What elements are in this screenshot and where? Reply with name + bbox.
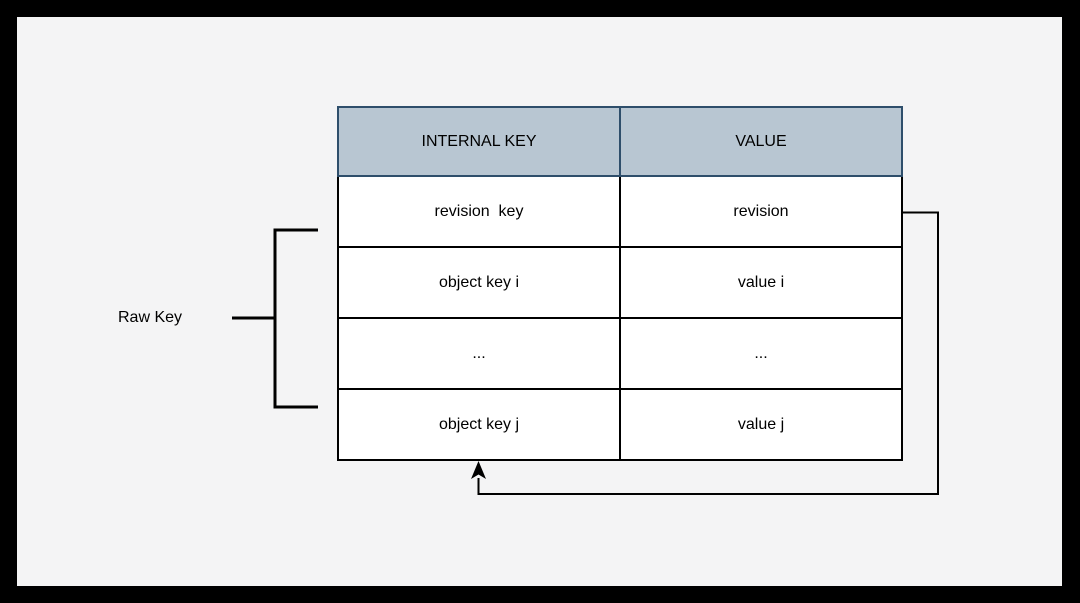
table-row-object-j: object key j value j (339, 388, 901, 459)
kv-table: INTERNAL KEY VALUE revision key revision… (337, 106, 903, 461)
table-body: revision key revision object key i value… (337, 177, 903, 461)
header-cell-internal-key: INTERNAL KEY (421, 132, 537, 150)
cell-value-j: value j (737, 415, 785, 433)
cell-value-i: value i (737, 273, 785, 291)
cell-revision-key: revision key (339, 177, 621, 246)
table-row-revision: revision key revision (339, 177, 901, 246)
table-row-object-i: object key i value i (339, 246, 901, 317)
header-cell-value: VALUE (619, 108, 901, 175)
cell-ellipsis-value: ... (754, 344, 768, 362)
loop-arrowhead-icon (471, 461, 486, 479)
cell-object-key-j: object key j (339, 390, 621, 459)
raw-key-label: Raw Key (117, 309, 183, 326)
table-header-row: INTERNAL KEY VALUE (337, 106, 903, 177)
cell-ellipsis-key: ... (339, 319, 621, 388)
cell-object-key-i: object key i (339, 248, 621, 317)
diagram-canvas: Raw Key INTERNAL KEY VALUE revision key … (17, 17, 1062, 586)
raw-key-bracket (273, 228, 318, 409)
table-row-ellipsis: ... ... (339, 317, 901, 388)
cell-revision-value: revision (733, 202, 789, 220)
